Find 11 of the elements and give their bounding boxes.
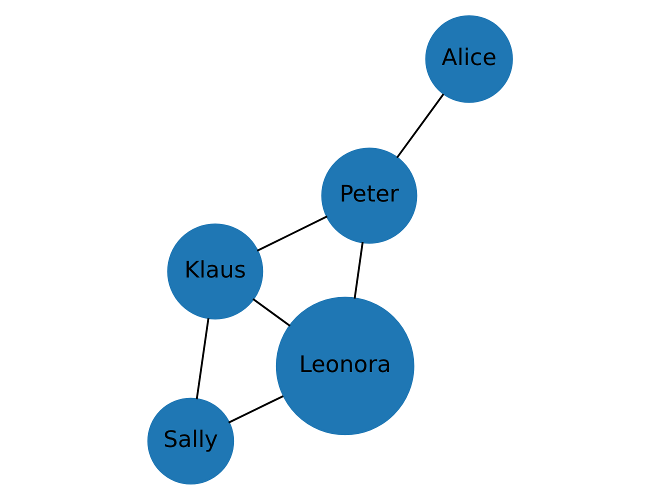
connector (396, 94, 444, 158)
connector (195, 318, 209, 400)
connector (228, 395, 284, 424)
node-circle: Alice (424, 15, 512, 103)
node-circle: Peter (320, 148, 417, 244)
connector (353, 242, 364, 299)
node-circle: Klaus (166, 223, 263, 320)
node-circle: Sally (146, 398, 234, 484)
connector (252, 298, 290, 327)
node-circle: Leonora (275, 296, 414, 436)
connector (256, 216, 328, 252)
